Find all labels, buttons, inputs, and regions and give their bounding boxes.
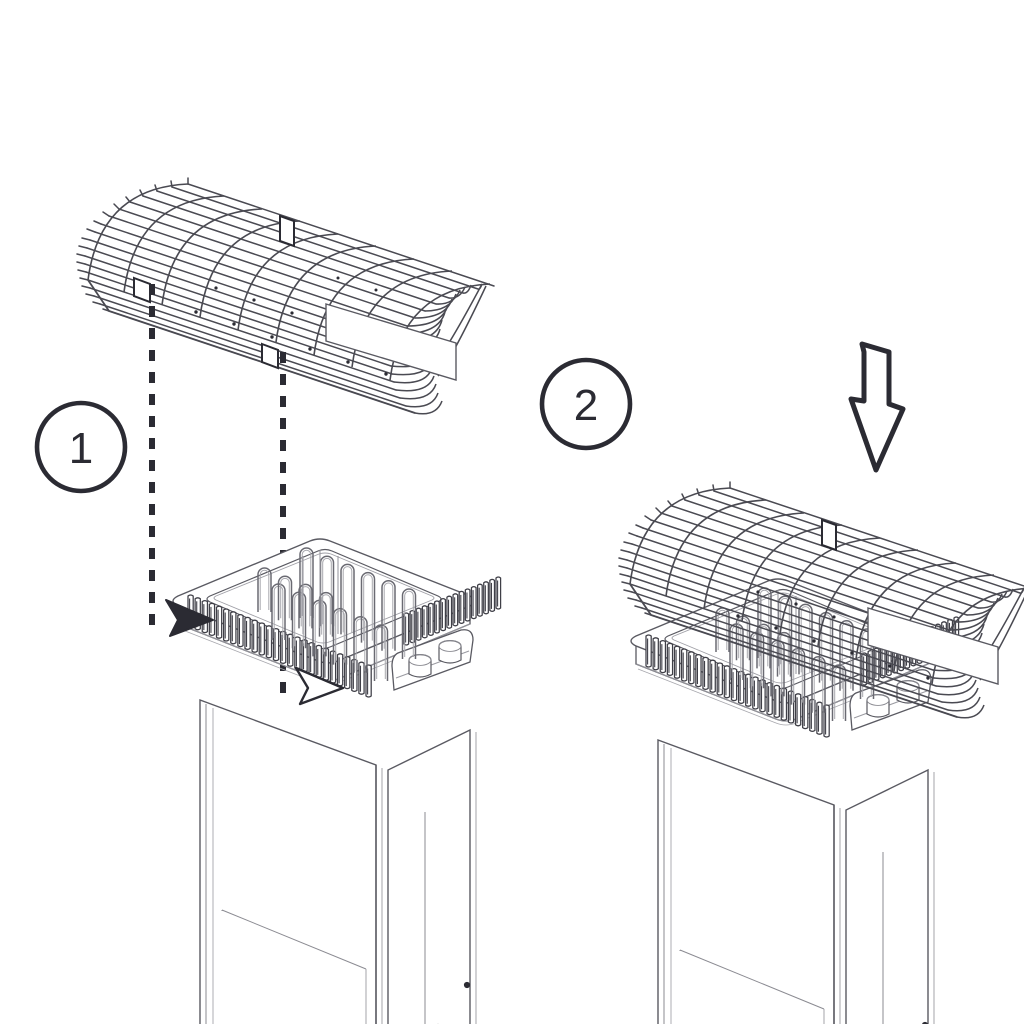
guard-part-step2 [618,481,1024,719]
step-1-number: 1 [69,424,93,473]
step-1-badge: 1 [34,400,128,494]
vent-band-front-step2 [645,634,830,738]
step-2-badge: 2 [539,357,633,451]
step-2-group: 2 [539,341,1024,1024]
guard-end-plate [325,303,457,381]
step-2-number: 2 [574,381,598,430]
pointer-arrow-icon [165,599,214,637]
heating-elements-step1 [257,547,417,681]
pointer-arrow-icon [294,666,345,706]
guard-hook-right [261,342,279,370]
guard-end-plate [867,607,999,685]
guard-hook-left [133,276,151,304]
step-1-group: 1 [34,177,502,1024]
down-arrow-icon [848,341,906,473]
guard-part-step1 [76,177,495,415]
